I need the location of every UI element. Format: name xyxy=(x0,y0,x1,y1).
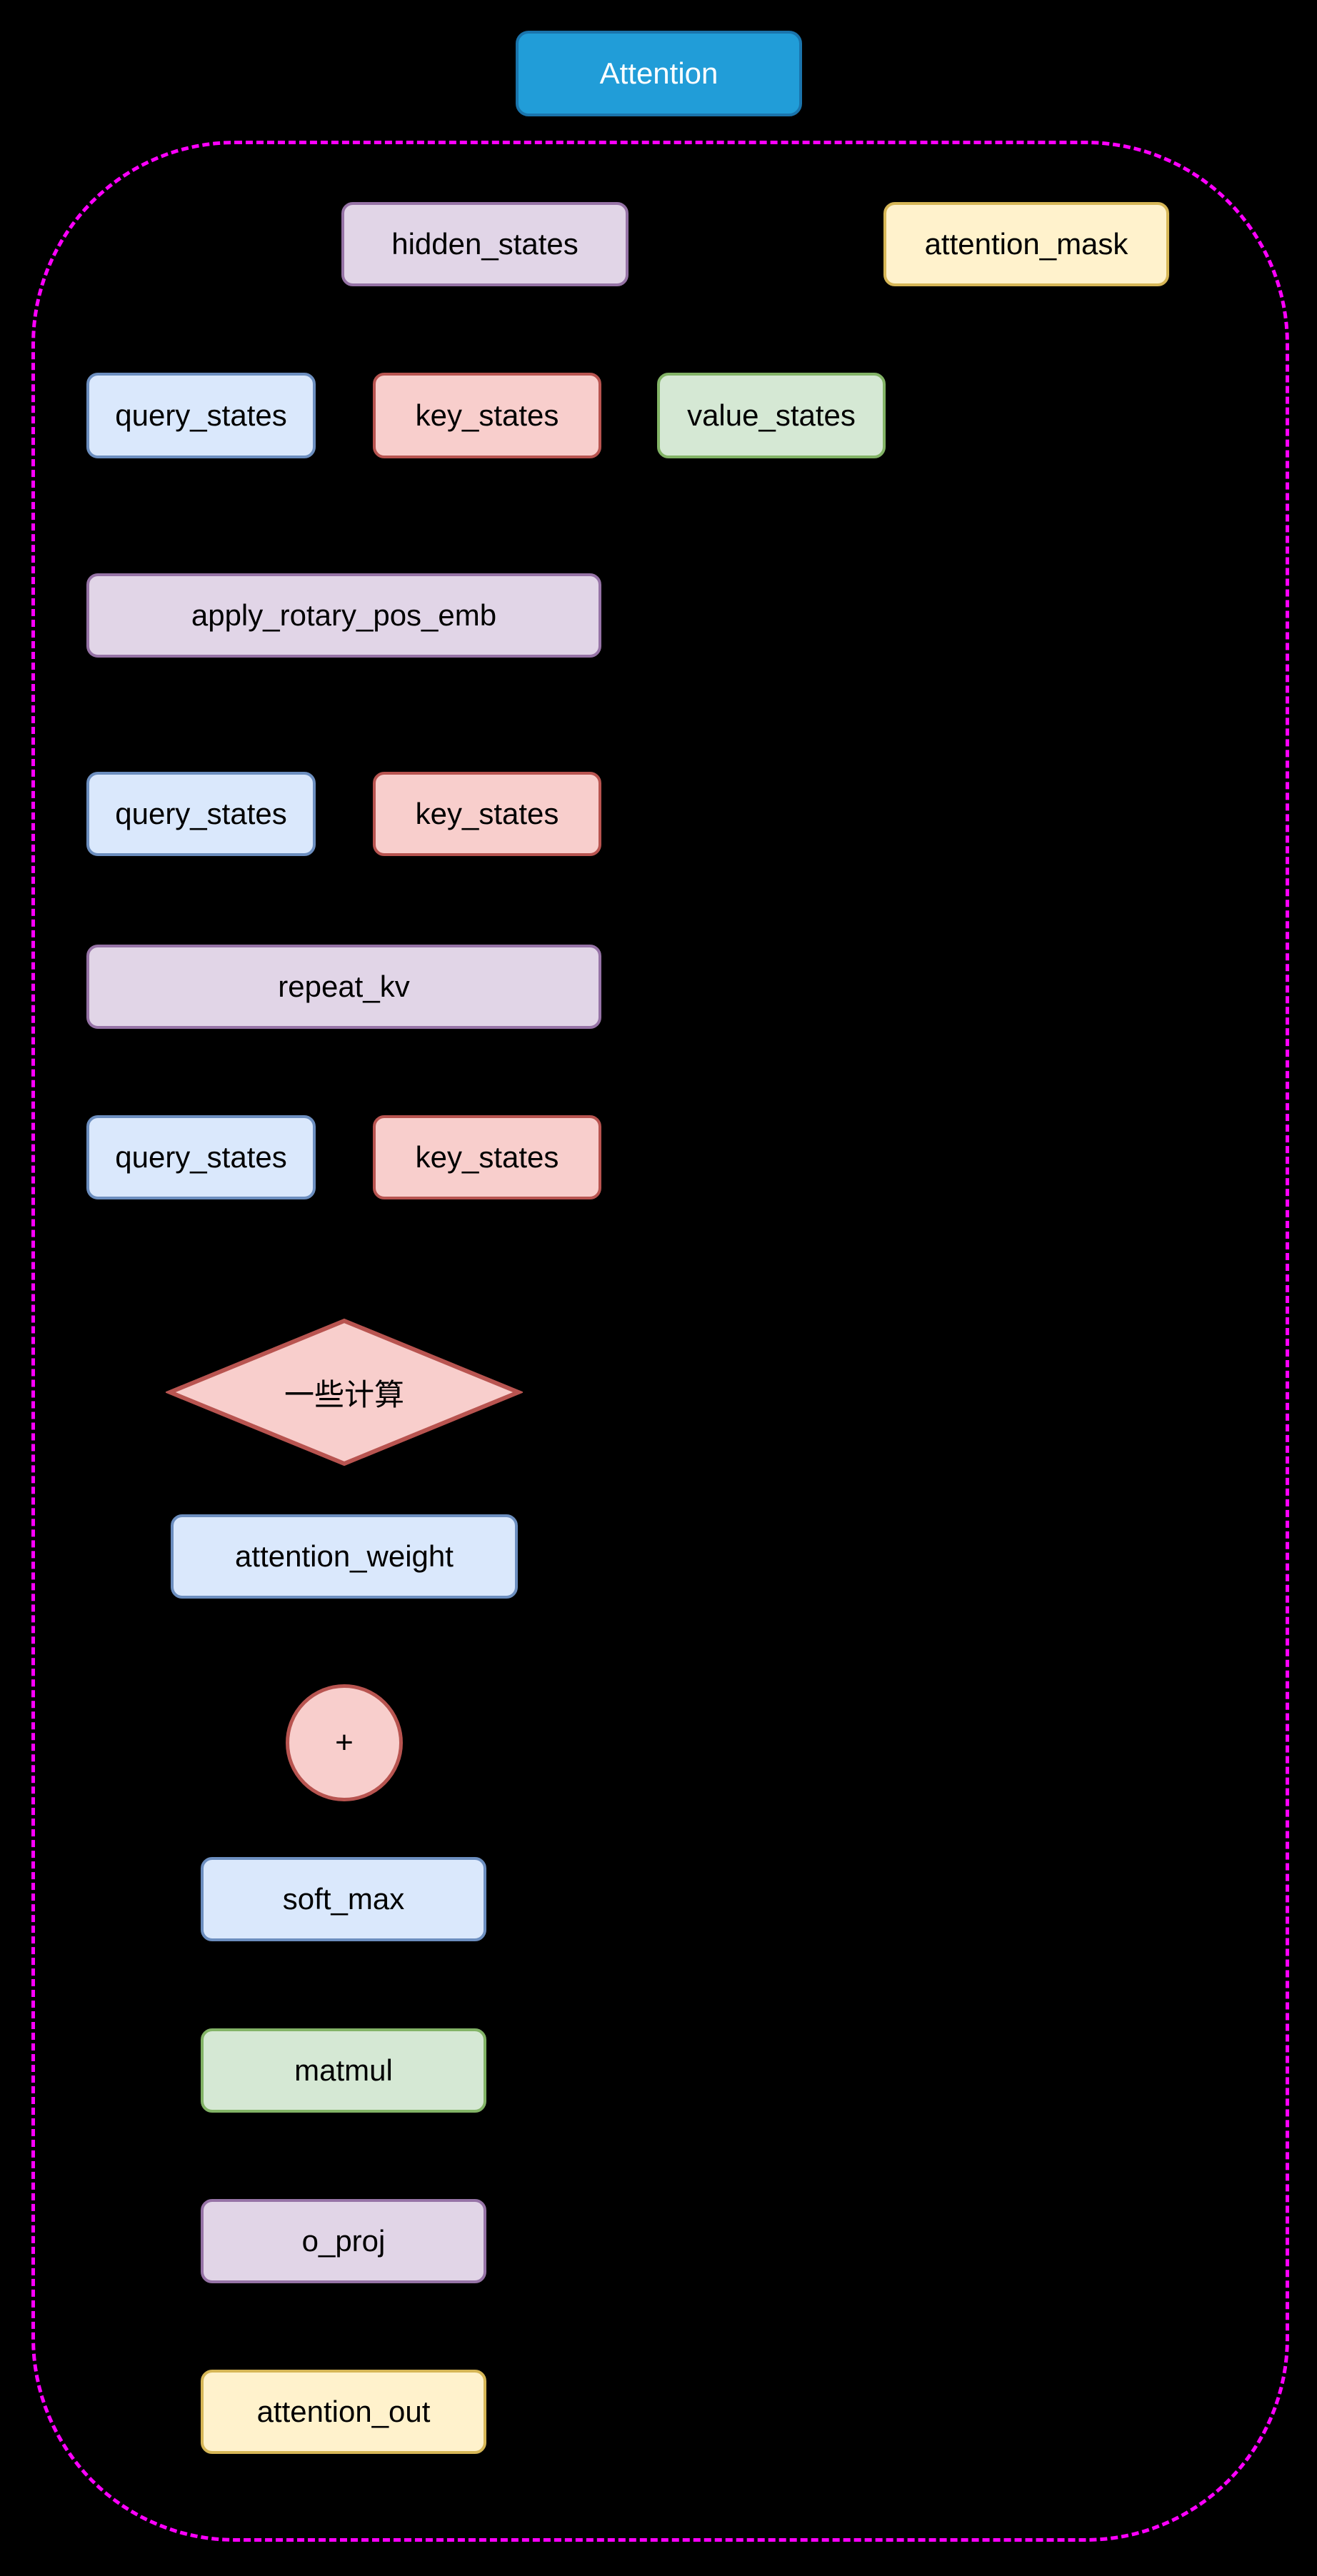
node-attention-title: Attention xyxy=(516,31,802,116)
node-hidden-states: hidden_states xyxy=(341,202,629,286)
diamond-label: 一些计算 xyxy=(284,1377,404,1412)
node-key-states-2: key_states xyxy=(373,772,601,856)
node-o-proj: o_proj xyxy=(201,2199,486,2283)
decision-diamond-some-computation: 一些计算 xyxy=(166,1317,523,1468)
node-plus-operator: + xyxy=(286,1684,403,1801)
node-attention-out: attention_out xyxy=(201,2370,486,2454)
node-soft-max: soft_max xyxy=(201,1857,486,1941)
node-query-states-1: query_states xyxy=(86,373,316,458)
node-key-states-1: key_states xyxy=(373,373,601,458)
node-query-states-2: query_states xyxy=(86,772,316,856)
node-repeat-kv: repeat_kv xyxy=(86,945,601,1029)
node-key-states-3: key_states xyxy=(373,1115,601,1199)
node-attention-mask: attention_mask xyxy=(883,202,1169,286)
node-matmul: matmul xyxy=(201,2028,486,2113)
node-query-states-3: query_states xyxy=(86,1115,316,1199)
node-value-states: value_states xyxy=(657,373,886,458)
node-attention-weight: attention_weight xyxy=(171,1514,518,1599)
attention-group-container xyxy=(31,141,1289,2542)
node-apply-rotary-pos-emb: apply_rotary_pos_emb xyxy=(86,573,601,658)
diamond-shape-icon xyxy=(166,1318,523,1466)
